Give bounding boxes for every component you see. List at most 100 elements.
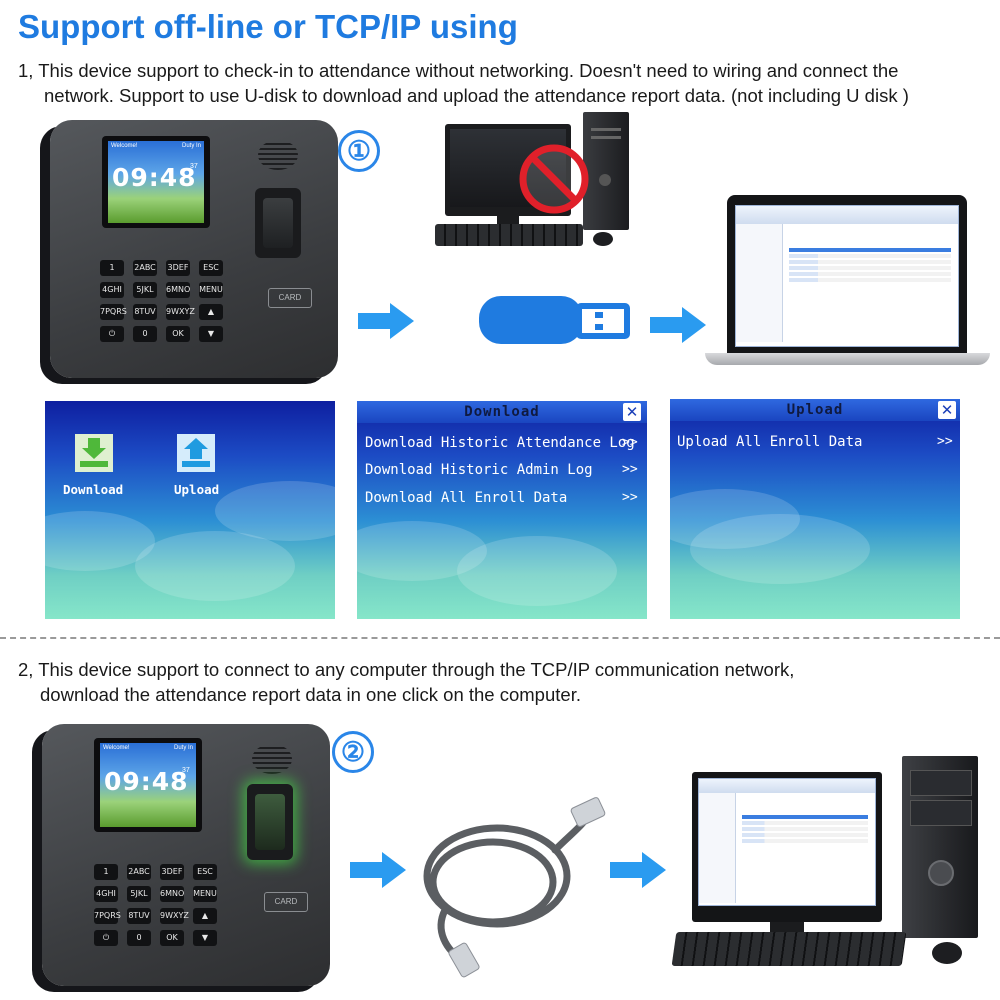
keypad-key[interactable]: 8TUV <box>127 908 151 924</box>
keypad-key[interactable]: 5JKL <box>127 886 151 902</box>
pc-tower <box>902 756 978 938</box>
download-screen-title: Download <box>357 401 647 423</box>
attendance-software-window <box>735 205 959 347</box>
keypad-key[interactable]: 3DEF <box>166 260 190 276</box>
desktop-computer-crossed <box>435 112 635 252</box>
page-title: Support off-line or TCP/IP using <box>18 8 518 45</box>
device-clock-seconds: 37 <box>182 767 190 774</box>
device-clock-seconds: 37 <box>190 163 198 170</box>
keypad-key[interactable]: 0 <box>133 326 157 342</box>
mouse <box>932 942 962 964</box>
chevron-right-icon: >> <box>622 462 638 477</box>
keypad-key[interactable]: 3DEF <box>160 864 184 880</box>
section1-text-line2: network. Support to use U-disk to downlo… <box>44 85 909 106</box>
chevron-right-icon: >> <box>937 434 953 449</box>
attendance-software-window <box>698 778 876 906</box>
ethernet-cable-icon <box>423 797 606 978</box>
keyboard <box>435 224 583 246</box>
device-clock: 09:48 <box>104 767 189 796</box>
close-icon[interactable]: ✕ <box>938 401 956 419</box>
device-menu-screen: Download Upload <box>45 401 335 619</box>
keypad-key[interactable]: ESC <box>193 864 217 880</box>
keypad-key[interactable]: 8TUV <box>133 304 157 320</box>
keypad-key[interactable]: 1 <box>100 260 124 276</box>
upload-enroll-data-item[interactable]: Upload All Enroll Data <box>677 434 863 450</box>
attendance-device: Welcome! Duty In 09:48 37 CARD 1 2ABC 3DEF… <box>42 724 330 986</box>
download-admin-log-item[interactable]: Download Historic Admin Log <box>365 462 593 478</box>
keypad-key[interactable]: MENU <box>193 886 217 902</box>
device-welcome: Welcome! <box>111 143 138 149</box>
keypad-key[interactable]: 2ABC <box>133 260 157 276</box>
monitor <box>692 772 882 922</box>
arrow-right-icon <box>350 852 406 888</box>
attendance-device: Welcome! Duty In 09:48 37 CARD 1 2ABC 3DEF… <box>50 120 338 378</box>
upload-screen-title: Upload <box>670 399 960 421</box>
chevron-right-icon: >> <box>622 435 638 450</box>
usb-drive-icon <box>479 296 630 344</box>
card-reader-icon: CARD <box>268 288 312 308</box>
keypad-key[interactable]: ▼ <box>193 930 217 946</box>
keypad-key[interactable]: 7PQRS <box>94 908 121 924</box>
card-reader-label: CARD <box>278 293 302 302</box>
arrow-right-icon <box>610 852 666 888</box>
arrow-right-icon <box>650 307 706 343</box>
speaker-grille <box>258 140 298 170</box>
card-reader-label: CARD <box>274 897 298 906</box>
close-icon[interactable]: ✕ <box>623 403 641 421</box>
keypad-key[interactable]: 5JKL <box>133 282 157 298</box>
keypad-key[interactable]: 6MNO <box>160 886 184 902</box>
laptop <box>705 195 990 373</box>
download-tray-icon[interactable] <box>75 434 113 472</box>
download-attendance-log-item[interactable]: Download Historic Attendance Log <box>365 435 635 451</box>
keypad-key[interactable]: ESC <box>199 260 223 276</box>
keypad-key[interactable]: ▼ <box>199 326 223 342</box>
download-menu-screen: Download ✕ Download Historic Attendance … <box>357 401 647 619</box>
keypad-key[interactable]: 1 <box>94 864 118 880</box>
device-duty-status: Duty In <box>173 745 193 751</box>
device-screen: Welcome! Duty In 09:48 37 <box>108 141 204 223</box>
keypad-key[interactable]: OK <box>166 326 190 342</box>
keypad-key[interactable]: 2ABC <box>127 864 151 880</box>
keypad-key[interactable]: ⏻ <box>94 930 118 946</box>
keypad-key[interactable]: 7PQRS <box>100 304 127 320</box>
keypad-key[interactable]: MENU <box>199 282 223 298</box>
device-duty-status: Duty In <box>181 143 201 149</box>
pc-tower <box>583 112 629 230</box>
desktop-computer <box>670 756 990 981</box>
keypad-key[interactable]: 6MNO <box>166 282 190 298</box>
keypad-key[interactable]: ▲ <box>199 304 223 320</box>
download-label[interactable]: Download <box>63 482 124 497</box>
keypad-key[interactable]: 9WXYZ <box>160 908 189 924</box>
mouse <box>593 232 613 246</box>
keypad-key[interactable]: ▲ <box>193 908 217 924</box>
keypad-key[interactable]: 0 <box>127 930 151 946</box>
keypad-key[interactable]: 4GHI <box>100 282 124 298</box>
section2-text-line2: download the attendance report data in o… <box>40 684 581 705</box>
upload-tray-icon[interactable] <box>177 434 215 472</box>
keypad-key[interactable]: 4GHI <box>94 886 118 902</box>
device-welcome: Welcome! <box>103 745 130 751</box>
section2-text-line1: 2, This device support to connect to any… <box>18 659 795 680</box>
device-keypad: 1 2ABC 3DEF ESC 4GHI 5JKL 6MNO MENU 7PQRS 8TUV 9WX… <box>100 260 230 350</box>
keypad-key[interactable]: ⏻ <box>100 326 124 342</box>
device-keypad: 1 2ABC 3DEF ESC 4GHI 5JKL 6MNO MENU 7PQRS 8TUV 9WX… <box>94 864 224 958</box>
card-reader-icon: CARD <box>264 892 308 912</box>
keypad-key[interactable]: 9WXYZ <box>166 304 195 320</box>
step-badge-1: ① <box>338 130 380 172</box>
upload-menu-screen: Upload ✕ Upload All Enroll Data >> <box>670 399 960 619</box>
no-sign-icon <box>519 144 589 214</box>
section-divider <box>0 637 1000 639</box>
download-enroll-data-item[interactable]: Download All Enroll Data <box>365 490 568 506</box>
device-clock: 09:48 <box>112 163 197 192</box>
upload-label[interactable]: Upload <box>174 482 220 497</box>
keypad-key[interactable]: OK <box>160 930 184 946</box>
keyboard <box>671 932 907 966</box>
speaker-grille <box>252 744 292 774</box>
fingerprint-sensor[interactable] <box>255 794 285 850</box>
fingerprint-sensor[interactable] <box>263 198 293 248</box>
arrow-right-icon <box>358 303 414 339</box>
section1-text-line1: 1, This device support to check-in to at… <box>18 60 899 81</box>
device-screen: Welcome! Duty In 09:48 37 <box>100 743 196 827</box>
chevron-right-icon: >> <box>622 490 638 505</box>
step-badge-2: ② <box>332 731 374 773</box>
